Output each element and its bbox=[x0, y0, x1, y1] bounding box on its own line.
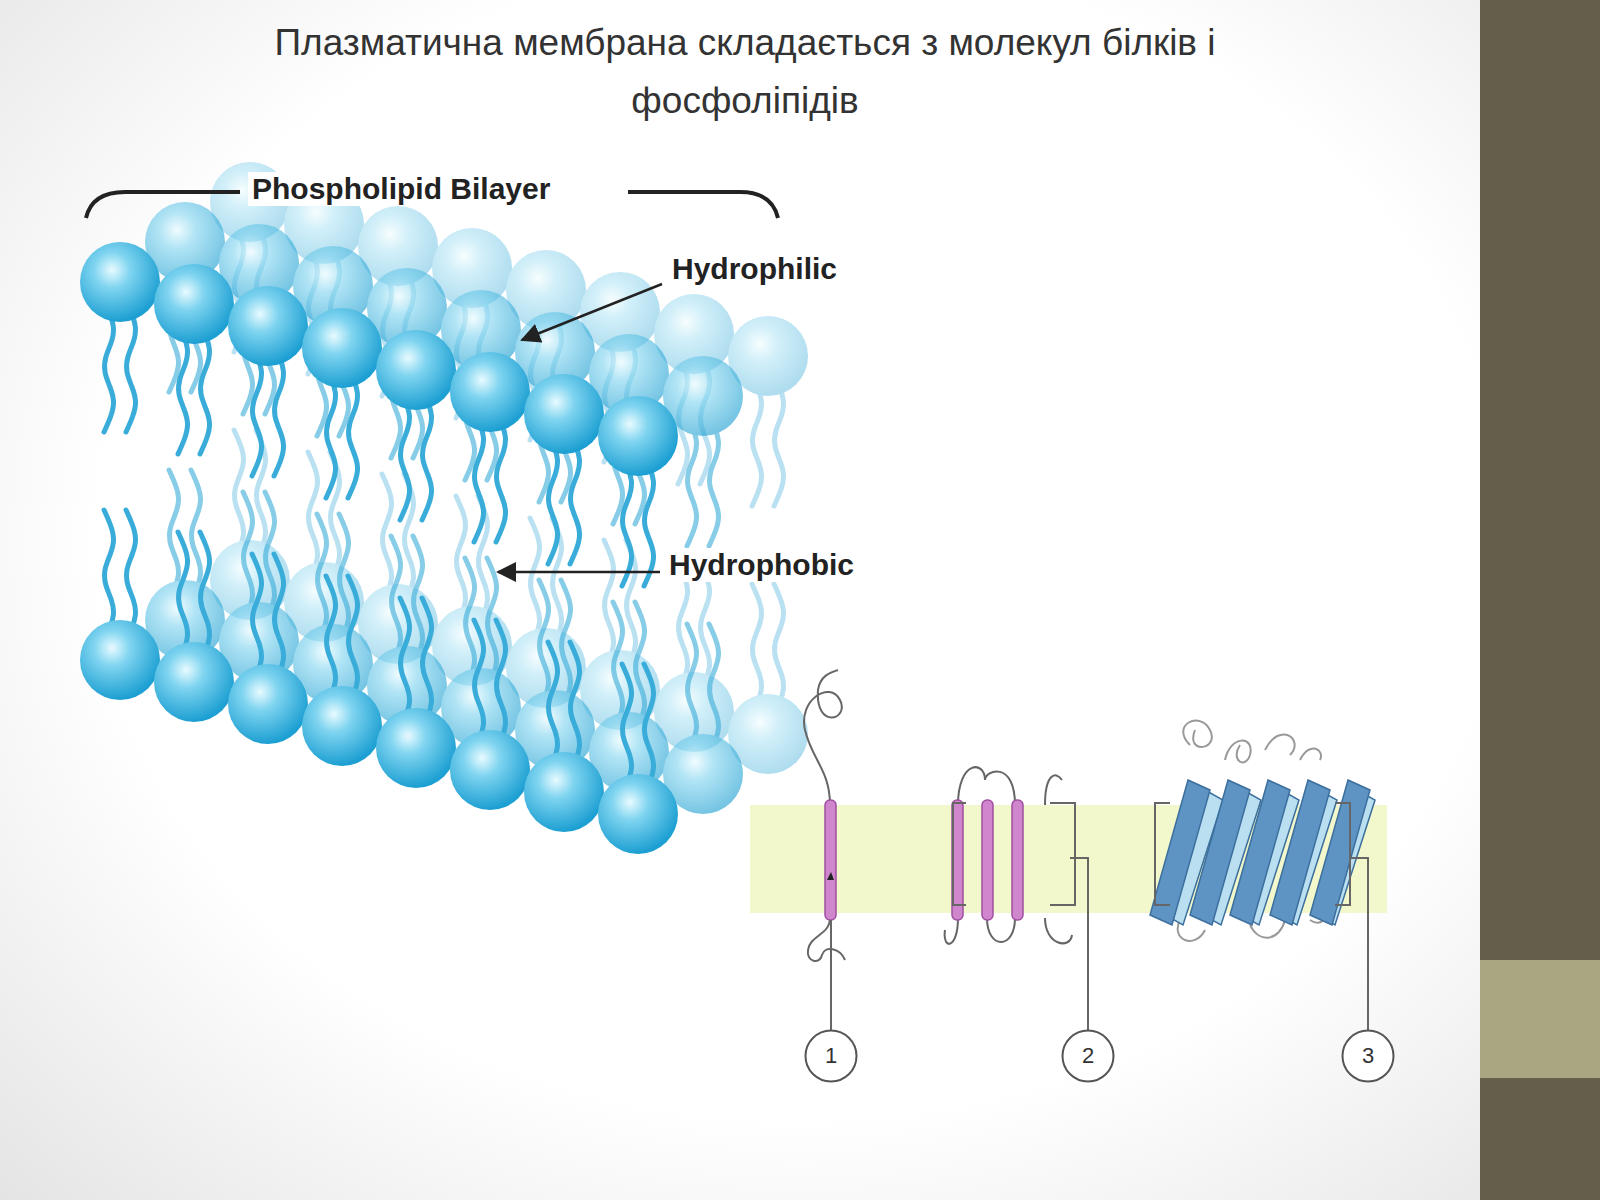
part-label: Hydrophobic bbox=[665, 548, 858, 582]
side-bar-accent bbox=[1480, 960, 1600, 1078]
membrane-proteins bbox=[750, 670, 1387, 1034]
callout-number: 1 bbox=[804, 1029, 858, 1083]
part-label: Phospholipid Bilayer bbox=[248, 172, 554, 206]
leader-line bbox=[522, 284, 662, 340]
callout-circle: 1 bbox=[804, 1029, 858, 1083]
slide-title: Плазматична мембрана складається з молек… bbox=[170, 14, 1320, 130]
leader-line bbox=[498, 571, 660, 574]
callout-number: 3 bbox=[1341, 1029, 1395, 1083]
callout-number: 2 bbox=[1061, 1029, 1115, 1083]
side-bar bbox=[1480, 0, 1600, 1200]
part-label: Hydrophilic bbox=[668, 252, 841, 286]
callout-circle: 2 bbox=[1061, 1029, 1115, 1083]
callout-circle: 3 bbox=[1341, 1029, 1395, 1083]
